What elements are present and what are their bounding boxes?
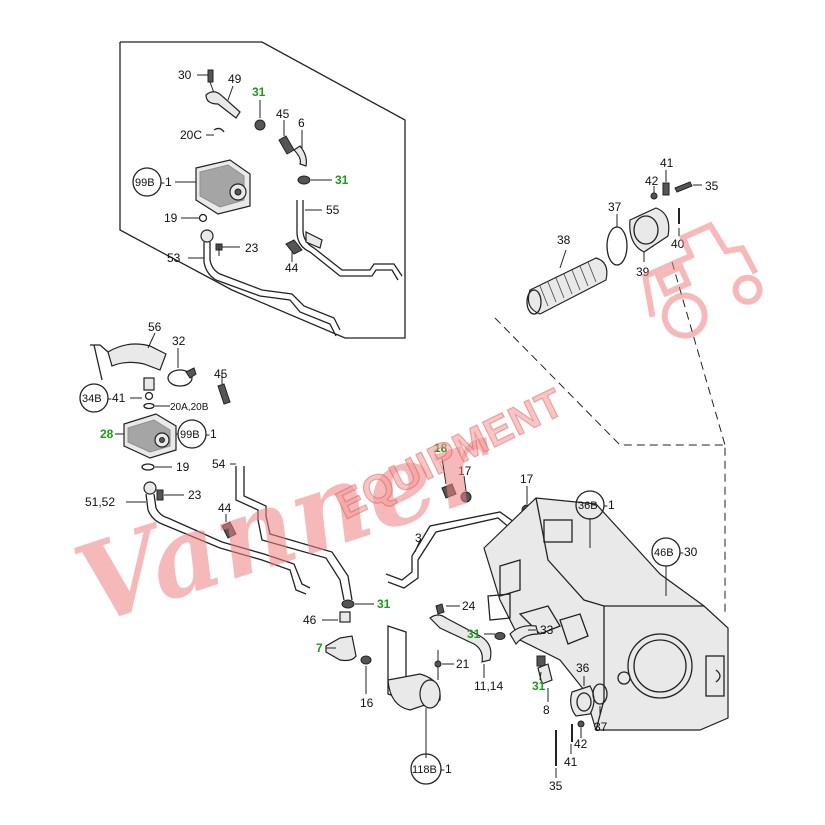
hose-6-shape [293, 145, 307, 167]
label-46b: 46B [654, 547, 674, 559]
label-31-mid: 31 [467, 627, 481, 641]
label-45-inset: 45 [276, 107, 290, 121]
label-5152: 51,52 [85, 495, 115, 509]
label-49: 49 [228, 72, 242, 86]
label-35-top: 35 [705, 179, 719, 193]
filter-assembly: 41 42 35 40 39 37 38 [526, 156, 719, 315]
oring-31-shape [254, 119, 266, 131]
label-45-main: 45 [214, 367, 228, 381]
oring-37-top [606, 226, 628, 266]
pipe-53-shape [203, 242, 337, 337]
label-38: 38 [557, 233, 571, 247]
inset-border [119, 41, 406, 339]
pipe-54-shape [235, 466, 345, 601]
label-37-lower: 37 [594, 720, 608, 734]
label-16: 16 [360, 696, 374, 710]
label-8: 8 [543, 703, 550, 717]
label-53: 53 [167, 251, 181, 265]
ref-circle-46b [651, 537, 681, 567]
label-3: 3 [415, 531, 422, 545]
oring-37-lower [592, 683, 608, 705]
label-41-lower: 41 [564, 755, 578, 769]
fitting-53-top [200, 229, 214, 243]
clip-20c-shape [213, 127, 225, 133]
inset-fitting-49 [197, 69, 241, 119]
label-31-inset-top: 31 [252, 85, 266, 99]
inset-panel [119, 41, 406, 339]
filter-38-shape [527, 257, 608, 315]
label-36: 36 [576, 661, 590, 675]
label-46: 46 [303, 613, 317, 627]
label-30: 30 [178, 68, 192, 82]
pipe-3-shape [385, 511, 515, 581]
label-20c: 20C [180, 128, 202, 142]
label-24: 24 [462, 599, 476, 613]
label-41-top: 41 [660, 156, 674, 170]
hose-56-group: 56 32 [90, 320, 197, 387]
label-44-main: 44 [218, 501, 232, 515]
pipe-5152-shape [145, 493, 307, 595]
label-46b-suffix: -30 [680, 545, 698, 559]
tractor-logo-icon [641, 221, 763, 339]
label-28: 28 [100, 427, 114, 441]
label-20ab: 20A,20B [170, 402, 209, 413]
ref-circle-34b [79, 383, 109, 413]
label-99b-inset: 99B [135, 177, 155, 189]
oring-19-inset [198, 213, 208, 223]
label-34b: 34B [82, 393, 102, 405]
label-99b-main-suffix: -1 [206, 427, 217, 441]
bolt-30-shape [207, 69, 214, 83]
transmission-housing [483, 497, 729, 731]
label-32: 32 [172, 334, 186, 348]
ref-circle-36b [575, 490, 605, 520]
label-17-right: 17 [520, 472, 534, 486]
label-99b-main: 99B [180, 429, 200, 441]
label-37-top: 37 [608, 200, 622, 214]
label-44-inset: 44 [285, 261, 299, 275]
hose-1114-shape [429, 614, 492, 663]
ref-circle-118b [410, 753, 442, 785]
label-42-top: 42 [645, 174, 659, 188]
label-6: 6 [298, 116, 305, 130]
label-17-left: 17 [458, 464, 472, 478]
label-36b: 36B [578, 500, 598, 512]
bolt-45-shape [278, 135, 295, 155]
cover-39-shape [629, 207, 670, 253]
label-18: 18 [434, 441, 448, 455]
label-99b-inset-suffix: -1 [161, 175, 172, 189]
elbow-7-shape [325, 635, 357, 662]
label-19-main: 19 [176, 460, 190, 474]
oring-31-inset-right [297, 175, 311, 185]
label-1114: 11,14 [474, 679, 503, 693]
label-36b-suffix: -1 [604, 498, 615, 512]
label-118b-suffix: -1 [441, 762, 452, 776]
banjo-49-shape [205, 91, 241, 119]
label-23-main: 23 [188, 488, 202, 502]
hose-56-shape [107, 343, 167, 371]
label-56: 56 [148, 320, 162, 334]
pipe-55-shape [296, 200, 399, 281]
label-31-inset-right: 31 [335, 173, 349, 187]
pump-inset [195, 159, 251, 215]
label-34b-suffix: -41 [108, 391, 126, 405]
label-19-inset: 19 [164, 211, 178, 225]
label-35-lower: 35 [549, 779, 563, 793]
label-31-lower-right: 31 [532, 679, 546, 693]
label-55: 55 [326, 203, 340, 217]
pump-main [123, 413, 177, 459]
label-7: 7 [316, 641, 323, 655]
label-42-lower: 42 [574, 737, 588, 751]
label-23-inset: 23 [245, 241, 259, 255]
label-54: 54 [212, 457, 226, 471]
label-21: 21 [456, 657, 470, 671]
clamp-32-shape [167, 369, 193, 387]
dashed-guide-filter [494, 317, 726, 615]
cylinder-118b [387, 625, 441, 758]
label-33: 33 [540, 623, 554, 637]
ref-circle-99b-inset [132, 167, 162, 197]
label-118b: 118B [412, 764, 437, 776]
label-31-lower-left: 31 [377, 597, 391, 611]
